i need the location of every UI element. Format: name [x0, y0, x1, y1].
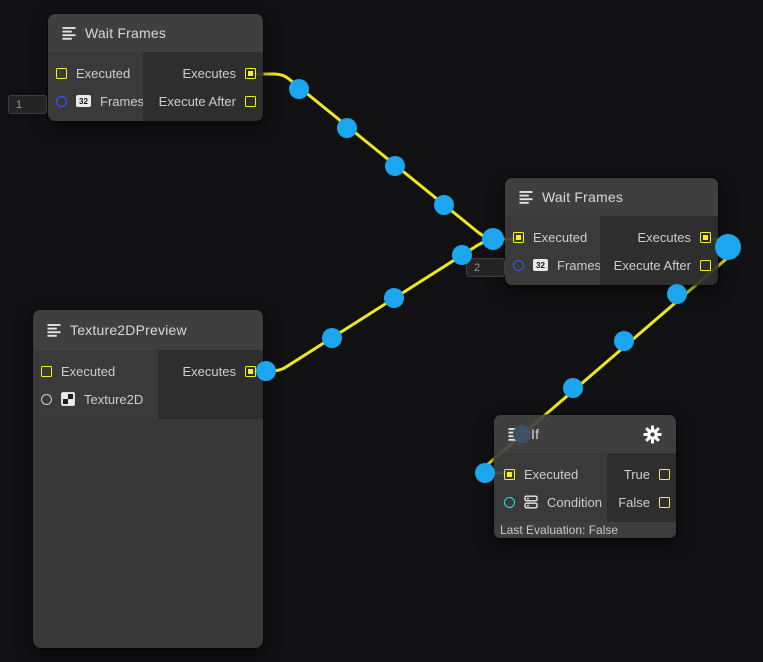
node-wait-frames-2[interactable]: Wait Frames Executed 32 Frames Executes	[505, 178, 718, 285]
node-header[interactable]: Texture2DPreview	[33, 310, 263, 350]
value-port-icon[interactable]	[513, 259, 524, 271]
value-port-icon[interactable]	[504, 496, 515, 508]
port-executes-output[interactable]: Executes	[600, 223, 718, 251]
port-frames-input[interactable]: 32 Frames	[505, 251, 601, 279]
node-if[interactable]: If	[494, 415, 676, 538]
control-port-icon[interactable]	[700, 231, 711, 243]
port-condition-input[interactable]: Condition	[496, 488, 607, 516]
last-evaluation-status: Last Evaluation: False	[494, 522, 676, 538]
gear-icon[interactable]	[643, 424, 662, 444]
port-frames-input[interactable]: 32 Frames	[48, 87, 144, 115]
port-executed-input[interactable]: Executed	[505, 223, 600, 251]
node-title: Wait Frames	[542, 189, 624, 205]
port-executes-output[interactable]: Executes	[143, 59, 263, 87]
port-executed-input[interactable]: Executed	[48, 59, 143, 87]
port-execute-after-output[interactable]: Execute After	[600, 251, 718, 279]
frames-value-field[interactable]: 2	[466, 258, 505, 277]
node-texture2d-preview[interactable]: Texture2DPreview Executed	[33, 310, 263, 648]
port-executed-input[interactable]: Executed	[496, 460, 607, 488]
node-title: Texture2DPreview	[70, 322, 187, 338]
node-header[interactable]: Wait Frames	[48, 14, 263, 52]
unit-list-icon	[62, 26, 76, 40]
control-port-icon[interactable]	[56, 67, 67, 79]
control-port-icon[interactable]	[659, 468, 670, 480]
port-texture2d-input[interactable]: Texture2D	[33, 385, 158, 413]
node-wait-frames-1[interactable]: Wait Frames Executed 32 Frames Executes	[48, 14, 263, 121]
condition-type-icon	[524, 495, 538, 509]
node-header[interactable]: Wait Frames	[505, 178, 718, 216]
control-port-icon[interactable]	[245, 67, 256, 79]
wire[interactable]	[251, 72, 519, 241]
active-node-indicator	[513, 425, 531, 443]
node-title: Wait Frames	[85, 25, 167, 41]
control-port-icon[interactable]	[513, 231, 524, 243]
unit-list-icon	[519, 190, 533, 204]
value-port-icon[interactable]	[41, 393, 52, 405]
port-false-output[interactable]: False	[607, 488, 676, 516]
control-port-icon[interactable]	[245, 95, 256, 107]
texture2d-icon	[61, 392, 75, 406]
port-executes-output[interactable]: Executes	[158, 357, 263, 385]
port-execute-after-output[interactable]: Execute After	[143, 87, 263, 115]
node-header[interactable]: If	[494, 415, 676, 453]
control-port-icon[interactable]	[700, 259, 711, 271]
control-port-icon[interactable]	[41, 365, 52, 377]
port-true-output[interactable]: True	[607, 460, 676, 488]
unit-list-icon	[47, 323, 61, 337]
int32-badge: 32	[76, 95, 91, 107]
frames-value-field[interactable]: 1	[8, 95, 47, 114]
port-executed-input[interactable]: Executed	[33, 357, 158, 385]
control-port-icon[interactable]	[504, 468, 515, 480]
node-title: If	[531, 426, 540, 442]
int32-badge: 32	[533, 259, 548, 271]
texture-preview-pane	[33, 419, 263, 648]
control-port-icon[interactable]	[245, 365, 256, 377]
value-port-icon[interactable]	[56, 95, 67, 107]
control-port-icon[interactable]	[659, 496, 670, 508]
